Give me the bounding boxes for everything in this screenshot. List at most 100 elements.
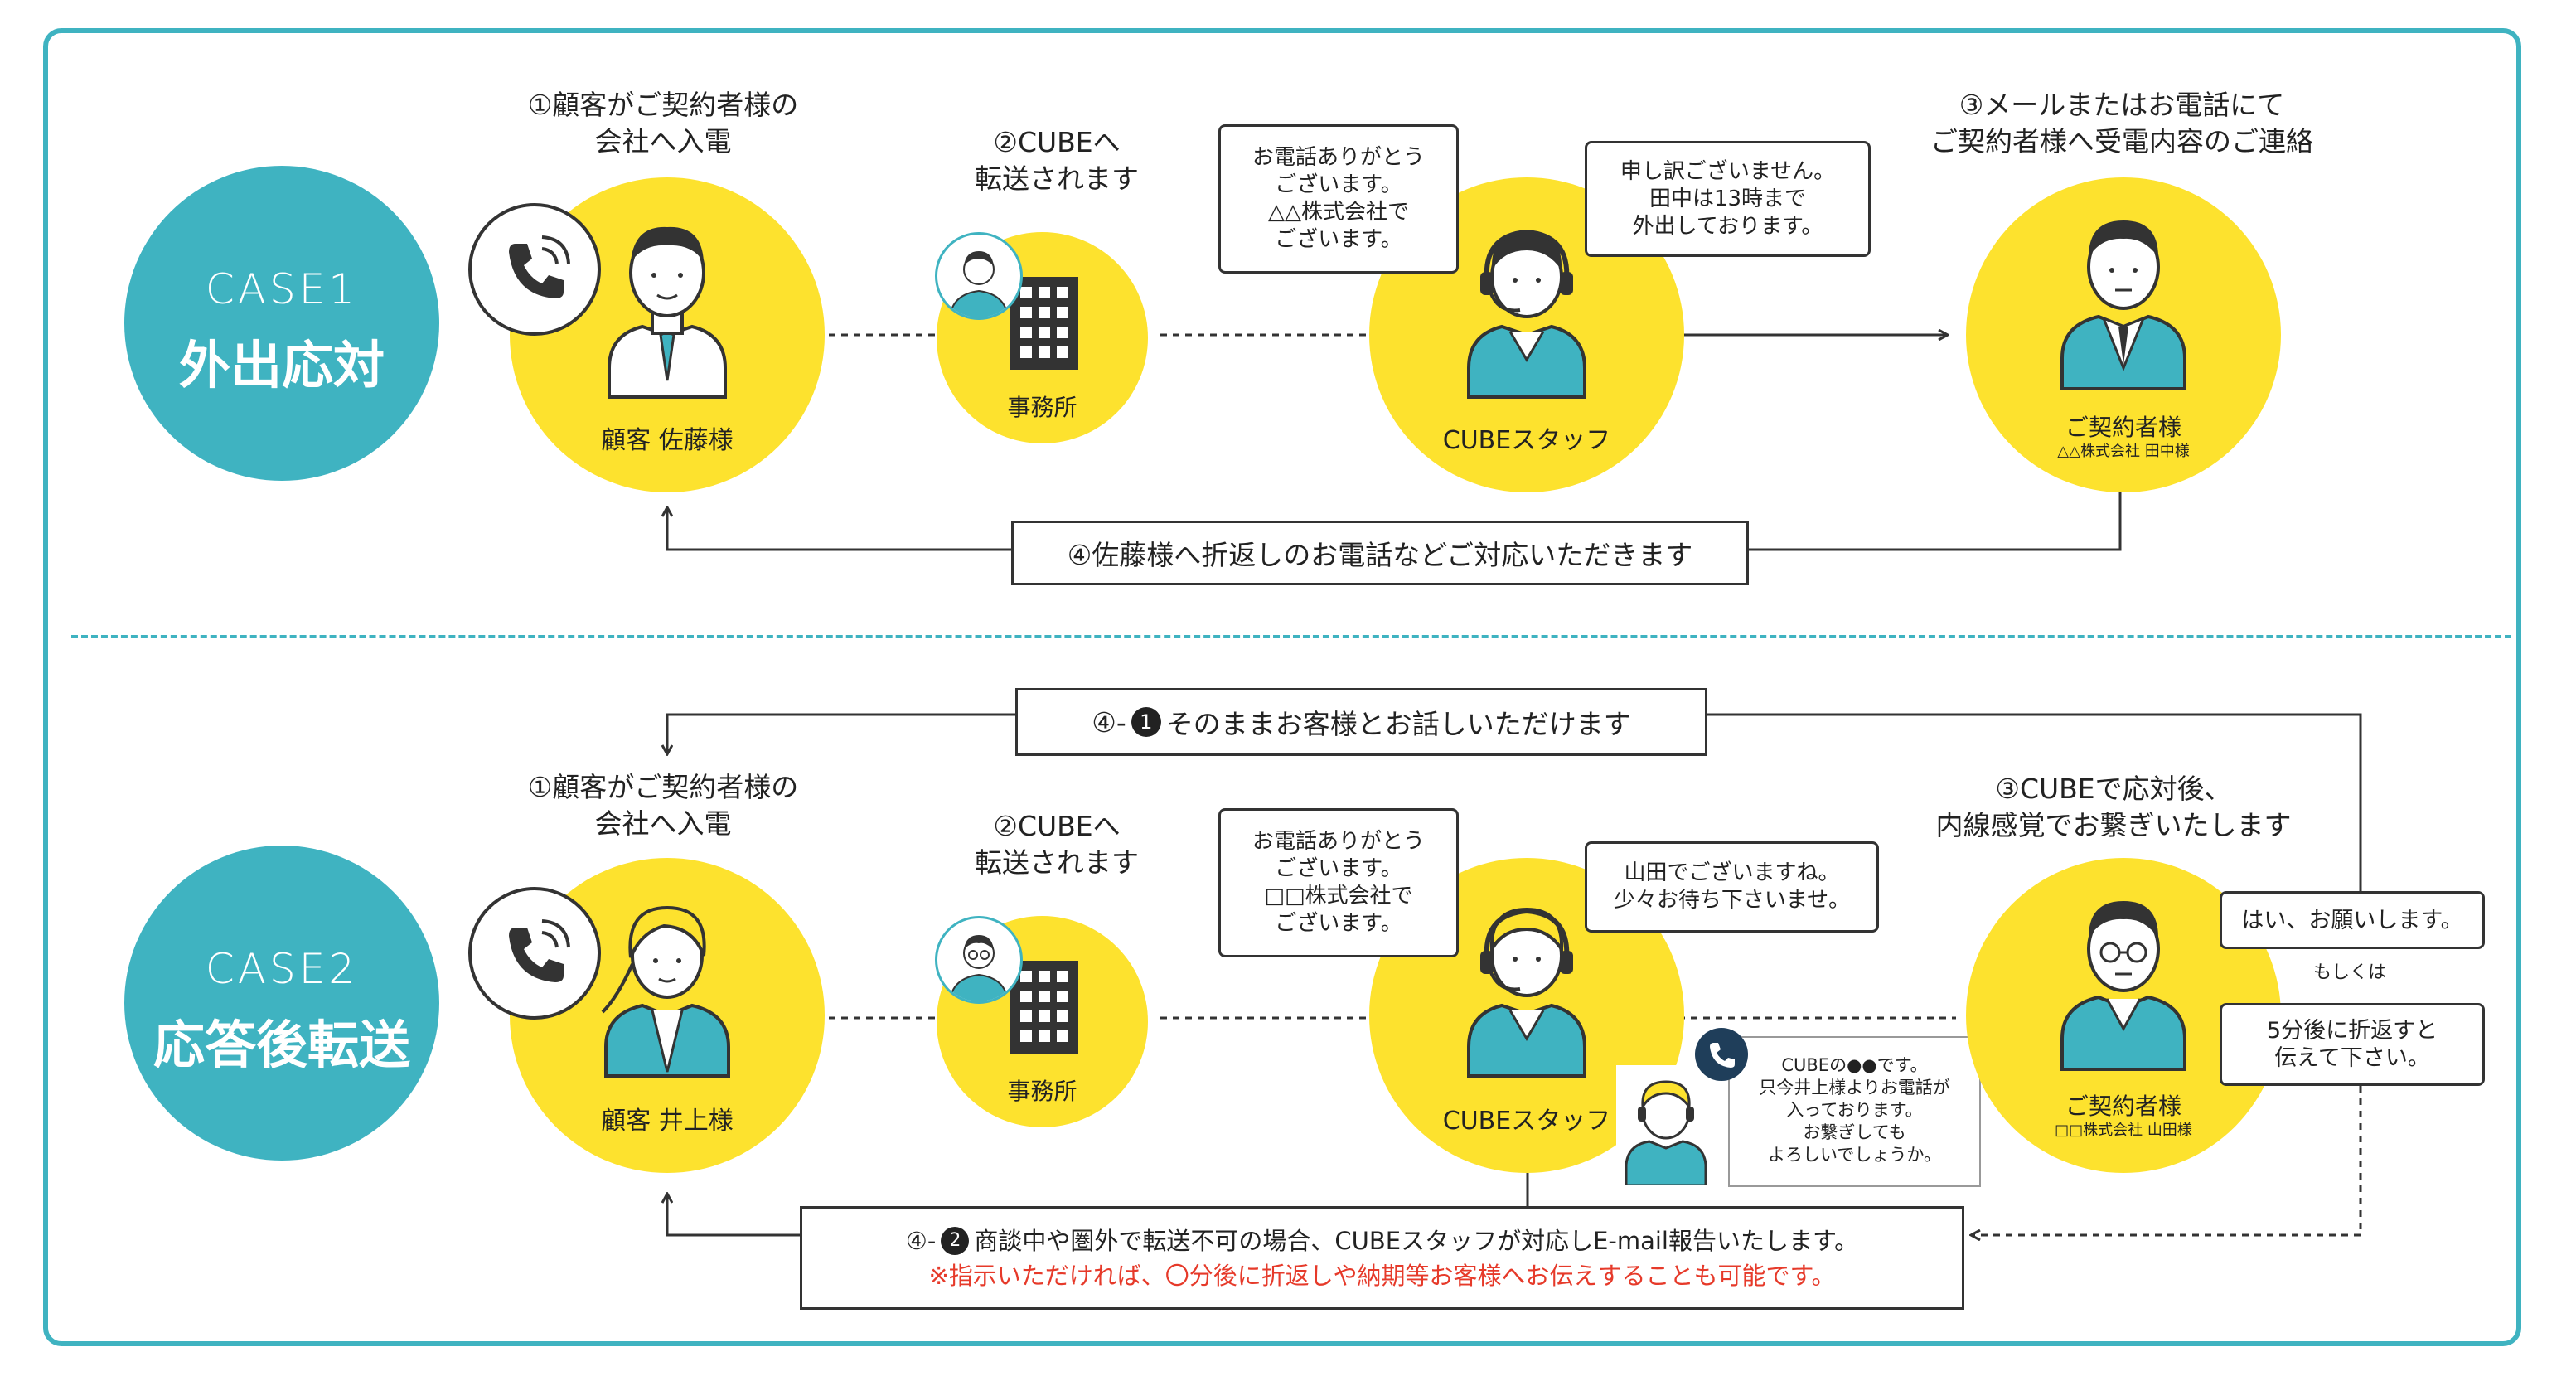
c2-step1-caption: ①顧客がご契約者様の 会社へ入電 bbox=[493, 769, 833, 842]
c1-step2-line2: 転送されます bbox=[975, 162, 1139, 195]
office-building-icon bbox=[1010, 277, 1078, 370]
operator-small-icon bbox=[1625, 1080, 1707, 1187]
c1-step1-caption: ①顧客がご契約者様の 会社へ入電 bbox=[493, 87, 833, 160]
c2-reply-line1: 山田でございますね。 bbox=[1624, 860, 1840, 885]
c2-cube-call-line3: 入っております。 bbox=[1786, 1100, 1923, 1120]
c2-yes-text: はい、お願いします。 bbox=[2241, 907, 2463, 933]
c1-office-node: 事務所 bbox=[937, 232, 1148, 443]
c1-step2-line1: ②CUBEへ bbox=[993, 126, 1121, 158]
c2-reply-line2: 少々お待ち下さいませ。 bbox=[1613, 888, 1851, 913]
c2-fallback-box: ④- 2 商談中や圏外で転送不可の場合、CUBEスタッフが対応しE-mail報告… bbox=[800, 1206, 1964, 1310]
c2-cube-call-line5: よろしいでしょうか。 bbox=[1768, 1145, 1941, 1165]
c2-cube-call-line1: CUBEの●●です。 bbox=[1781, 1055, 1928, 1075]
case1-label: CASE1 bbox=[205, 265, 359, 313]
c1-reply-line2: 田中は13時まで bbox=[1649, 186, 1807, 211]
c2-greeting-line3: □□株式会社で bbox=[1264, 884, 1413, 909]
c2-customer-label: 顧客 井上様 bbox=[601, 1107, 734, 1136]
c1-phone-bubble bbox=[468, 203, 601, 336]
case-divider bbox=[71, 635, 2511, 638]
c2-greeting-line1: お電話ありがとう bbox=[1252, 829, 1425, 854]
businessman-male-icon bbox=[608, 226, 727, 399]
c2-office-person-avatar bbox=[935, 916, 1023, 1004]
c2-later-line2: 伝えて下さい。 bbox=[2274, 1045, 2430, 1071]
c2-cube-call-bubble: CUBEの●●です。 只今井上様よりお電話が 入っております。 お繋ぎしても よ… bbox=[1728, 1036, 1981, 1187]
c1-staff-reply-bubble: 申し訳ございません。 田中は13時まで 外出しております。 bbox=[1585, 141, 1871, 257]
c1-greeting-line3: △△株式会社で bbox=[1268, 200, 1409, 225]
c2-bottom-arrow bbox=[667, 1194, 800, 1237]
case1-badge: CASE1 外出応対 bbox=[124, 166, 439, 481]
c2-step1-line2: 会社へ入電 bbox=[594, 807, 732, 840]
c2-greeting-line4: ございます。 bbox=[1275, 911, 1402, 936]
c2-office-label: 事務所 bbox=[1007, 1078, 1077, 1105]
c2-top-prefix: ④- bbox=[1092, 705, 1126, 739]
c2-contractor-yes-bubble: はい、お願いします。 bbox=[2220, 891, 2485, 949]
c2-or-label: もしくは bbox=[2312, 962, 2386, 983]
c2-contractor-label: ご契約者様 bbox=[2065, 1093, 2181, 1120]
businessman-avatar-icon bbox=[948, 251, 1010, 317]
c2-bottom-note: ※指示いただければ、〇分後に折返しや納期等お客様へお伝えすることも可能です。 bbox=[928, 1261, 1836, 1290]
c1-step1-line2: 会社へ入電 bbox=[594, 125, 732, 157]
office-building-icon bbox=[1010, 961, 1078, 1054]
c2-greeting-line2: ございます。 bbox=[1275, 856, 1402, 881]
c1-reply-line3: 外出しております。 bbox=[1632, 213, 1823, 239]
case2-label: CASE2 bbox=[205, 945, 359, 993]
c2-top-text: そのままお客様とお話しいただけます bbox=[1165, 708, 1631, 740]
c2-talk-directly-box: ④- 1 そのままお客様とお話しいただけます bbox=[1015, 688, 1707, 756]
c2-step2-caption: ②CUBEへ 転送されます bbox=[932, 808, 1181, 881]
c2-bottom-prefix: ④- bbox=[905, 1226, 937, 1255]
c1-staff-label: CUBEスタッフ bbox=[1442, 426, 1611, 455]
c2-step1-line1: ①顧客がご契約者様の bbox=[527, 771, 799, 803]
c2-top-number-badge: 1 bbox=[1131, 707, 1161, 737]
c2-step3-caption: ③CUBEで応対後、 内線感覚でお繋ぎいたします bbox=[1906, 771, 2321, 844]
c2-step3-line2: 内線感覚でお繋ぎいたします bbox=[1935, 809, 2292, 841]
c1-greeting-line2: ございます。 bbox=[1275, 172, 1402, 197]
c1-callback-text: ④佐藤様へ折返しのお電話などご対応いただきます bbox=[1067, 539, 1693, 571]
businessman-glasses-icon bbox=[2060, 901, 2186, 1071]
businesswoman-icon bbox=[601, 905, 730, 1078]
case2-badge: CASE2 応答後転送 bbox=[124, 846, 439, 1161]
c1-contractor-node: ご契約者様 △△株式会社 田中様 bbox=[1966, 177, 2281, 492]
c2-step3-line1: ③CUBEで応対後、 bbox=[1995, 773, 2232, 805]
c2-phone-bubble bbox=[468, 887, 601, 1020]
c1-callback-line bbox=[1749, 489, 2122, 551]
c2-top-arrow bbox=[667, 713, 1015, 754]
c1-callback-arrow bbox=[667, 507, 1011, 551]
c2-customer-node: 顧客 井上様 bbox=[510, 858, 825, 1173]
c2-bottom-text: 商談中や圏外で転送不可の場合、CUBEスタッフが対応しE-mail報告いたします… bbox=[974, 1226, 1859, 1255]
c1-callback-box: ④佐藤様へ折返しのお電話などご対応いただきます bbox=[1011, 521, 1749, 585]
c1-step3-line2: ご契約者様へ受電内容のご連絡 bbox=[1930, 125, 2313, 157]
case2-title: 応答後転送 bbox=[153, 1015, 410, 1075]
c2-top-line bbox=[1707, 713, 2362, 891]
c2-dashed-return bbox=[1971, 1086, 2362, 1235]
c1-office-person-avatar bbox=[935, 232, 1023, 320]
diagram-frame bbox=[43, 28, 2521, 1346]
c1-step3-caption: ③メールまたはお電話にて ご契約者様へ受電内容のご連絡 bbox=[1881, 87, 2362, 160]
c1-staff-greeting-bubble: お電話ありがとう ございます。 △△株式会社で ございます。 bbox=[1218, 124, 1459, 274]
c2-cube-call-line4: お繋ぎしても bbox=[1803, 1122, 1906, 1142]
phone-icon bbox=[1710, 1043, 1735, 1068]
c1-step1-line1: ①顧客がご契約者様の bbox=[527, 89, 799, 121]
c2-step2-line1: ②CUBEへ bbox=[993, 810, 1121, 842]
c1-reply-line1: 申し訳ございません。 bbox=[1620, 158, 1836, 184]
phone-ringing-icon bbox=[509, 235, 570, 298]
c1-contractor-label: ご契約者様 bbox=[2065, 414, 2181, 441]
c1-customer-node: 顧客 佐藤様 bbox=[510, 177, 825, 492]
c1-customer-label: 顧客 佐藤様 bbox=[601, 426, 734, 455]
businessman-glasses-avatar-icon bbox=[948, 935, 1010, 1001]
c2-step2-line2: 転送されます bbox=[975, 846, 1139, 879]
c1-office-label: 事務所 bbox=[1007, 394, 1077, 421]
phone-ringing-icon bbox=[509, 919, 570, 982]
c2-bottom-number-badge: 2 bbox=[941, 1226, 970, 1255]
c2-contractor-company: □□株式会社 山田様 bbox=[2055, 1122, 2192, 1139]
case1-title: 外出応対 bbox=[178, 335, 385, 395]
c2-call-badge bbox=[1695, 1028, 1748, 1081]
operator-headset-icon bbox=[1467, 907, 1586, 1078]
c1-greeting-line4: ございます。 bbox=[1275, 227, 1402, 252]
c1-step2-caption: ②CUBEへ 転送されます bbox=[932, 124, 1181, 197]
businessman-suit-icon bbox=[2060, 220, 2186, 390]
c2-staff-reply-bubble: 山田でございますね。 少々お待ち下さいませ。 bbox=[1585, 841, 1879, 933]
c2-cube-call-line2: 只今井上様よりお電話が bbox=[1759, 1078, 1950, 1098]
c2-fallback-main: ④- 2 商談中や圏外で転送不可の場合、CUBEスタッフが対応しE-mail報告… bbox=[906, 1224, 1858, 1258]
c1-greeting-line1: お電話ありがとう bbox=[1252, 145, 1425, 170]
